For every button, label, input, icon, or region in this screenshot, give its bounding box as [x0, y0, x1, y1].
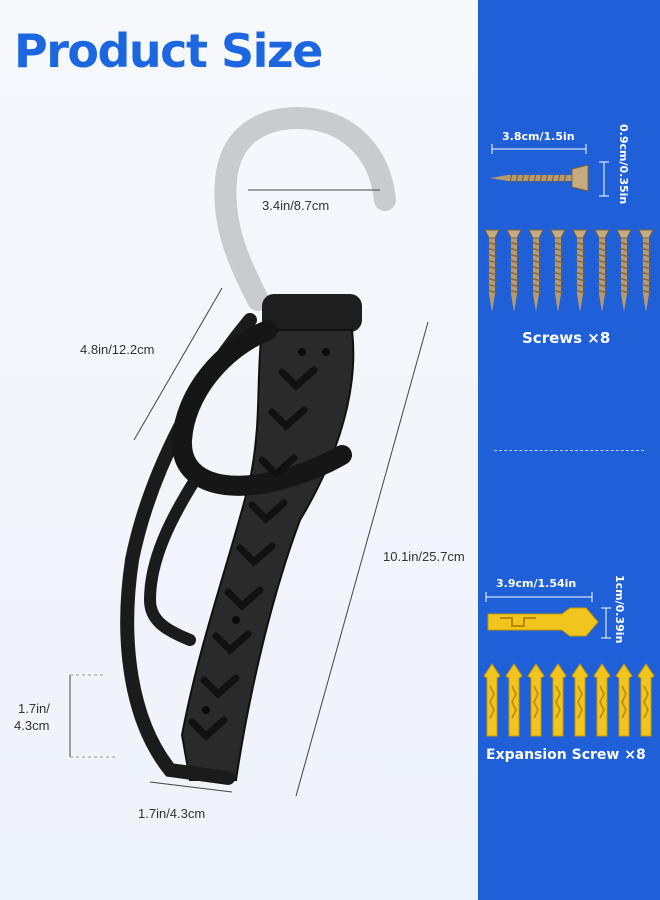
anchor-length-line: [485, 592, 593, 602]
anchor-diameter-line: [601, 607, 611, 639]
screw-length-line: [491, 144, 587, 154]
dimension-guides: [70, 674, 118, 758]
anchor-icon: [615, 663, 633, 737]
anchor-icon: [593, 663, 611, 737]
screw-length-label: 3.8cm/1.5in: [502, 130, 575, 143]
anchor-icon: [571, 663, 589, 737]
section-divider: [494, 450, 644, 451]
screw-diameter-line: [599, 161, 609, 197]
grip-loop-shape: [171, 320, 352, 496]
screw-icon: [594, 229, 610, 312]
side-height-label-1: 1.7in/: [18, 701, 50, 716]
screw-icon: [638, 229, 654, 312]
screw-icon: [550, 229, 566, 312]
inner-rail-shape: [143, 474, 201, 646]
total-height-label: 10.1in/25.7cm: [383, 549, 465, 564]
anchor-icon: [527, 663, 545, 737]
hook-tip-shape: [214, 106, 396, 311]
arm-length-label: 4.8in/12.2cm: [80, 342, 155, 357]
accessories-panel: 3.8cm/1.5in 0.9cm/0.35in Screws ×8 3.9cm…: [478, 0, 660, 900]
anchor-icon: [483, 663, 501, 737]
screw-diameter-label: 0.9cm/0.35in: [617, 124, 630, 205]
screw-icon: [506, 229, 522, 312]
screws-count-label: Screws ×8: [522, 329, 611, 347]
base-width-label: 1.7in/4.3cm: [138, 806, 206, 821]
screw-icon: [484, 229, 500, 312]
anchor-icon: [505, 663, 523, 737]
anchor-row: [483, 663, 655, 737]
hook-width-label: 3.4in/8.7cm: [262, 198, 330, 213]
page-title: Product Size: [14, 24, 323, 78]
screw-row: [484, 229, 654, 312]
screw-icon: [616, 229, 632, 312]
mounting-holes: [202, 348, 330, 714]
anchor-icon: [549, 663, 567, 737]
hook-cap-shape: [262, 294, 362, 332]
expansion-count-label: Expansion Screw ×8: [486, 747, 646, 763]
side-height-label-2: 4.3cm: [14, 718, 50, 733]
screw-icon: [572, 229, 588, 312]
dimension-lines: [69, 189, 429, 797]
anchor-icon: [637, 663, 655, 737]
groove-marks: [188, 366, 318, 741]
bike-hook-image: [69, 106, 429, 797]
screw-horizontal-icon: [490, 164, 589, 192]
anchor-horizontal-icon: [487, 607, 599, 637]
anchor-length-label: 3.9cm/1.54in: [496, 577, 577, 590]
screw-icon: [528, 229, 544, 312]
product-diagram: Product Size: [14, 24, 465, 821]
